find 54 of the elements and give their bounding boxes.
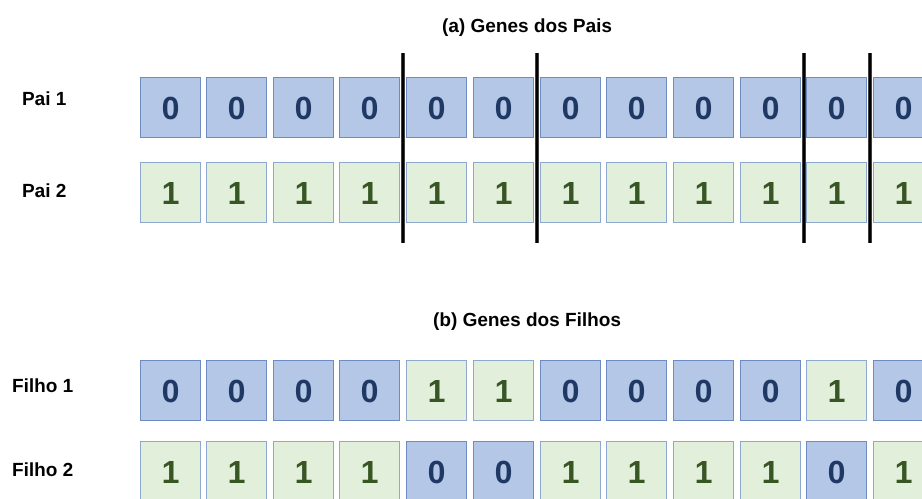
gene-cell: 1	[406, 360, 467, 421]
gene-cell: 1	[606, 162, 667, 223]
gene-cell: 1	[606, 441, 667, 499]
gene-cell: 0	[806, 441, 867, 499]
gene-cell: 1	[540, 441, 601, 499]
gene-cell: 1	[673, 441, 734, 499]
gene-cell: 1	[740, 162, 801, 223]
gene-cell: 1	[740, 441, 801, 499]
gene-cell: 0	[140, 77, 201, 138]
gene-cell: 0	[740, 360, 801, 421]
gene-cell: 0	[673, 77, 734, 138]
gene-cell: 0	[339, 77, 400, 138]
gene-cell: 1	[206, 162, 267, 223]
gene-cell: 1	[873, 162, 922, 223]
gene-cell: 0	[206, 360, 267, 421]
gene-cell: 1	[473, 162, 534, 223]
gene-cell: 1	[339, 162, 400, 223]
gene-cell: 1	[406, 162, 467, 223]
gene-cell: 1	[540, 162, 601, 223]
gene-cell: 0	[206, 77, 267, 138]
gene-cell: 1	[206, 441, 267, 499]
gene-cell: 0	[740, 77, 801, 138]
gene-cell: 0	[339, 360, 400, 421]
gene-cell: 0	[140, 360, 201, 421]
gene-cell: 0	[273, 360, 334, 421]
gene-cell: 0	[606, 77, 667, 138]
gene-cell: 1	[140, 162, 201, 223]
row-label: Pai 2	[22, 182, 66, 201]
gene-cell: 0	[873, 77, 922, 138]
gene-cell: 0	[873, 360, 922, 421]
section-heading: (a) Genes dos Pais	[442, 17, 612, 36]
gene-cell: 0	[606, 360, 667, 421]
gene-cell: 0	[473, 441, 534, 499]
row-label: Filho 1	[12, 377, 74, 396]
gene-cell: 0	[673, 360, 734, 421]
gene-cell: 1	[273, 162, 334, 223]
row-label: Pai 1	[22, 90, 66, 109]
gene-cell: 1	[339, 441, 400, 499]
gene-cell: 0	[406, 441, 467, 499]
gene-cell: 1	[273, 441, 334, 499]
gene-cell: 0	[540, 77, 601, 138]
gene-cell: 1	[873, 441, 922, 499]
section-heading: (b) Genes dos Filhos	[433, 311, 621, 330]
gene-cell: 0	[806, 77, 867, 138]
gene-cell: 0	[473, 77, 534, 138]
gene-cell: 0	[406, 77, 467, 138]
gene-cell: 1	[473, 360, 534, 421]
gene-cell: 0	[273, 77, 334, 138]
gene-cell: 1	[806, 360, 867, 421]
gene-cell: 0	[540, 360, 601, 421]
row-label: Filho 2	[12, 461, 74, 480]
gene-cell: 1	[140, 441, 201, 499]
gene-cell: 1	[806, 162, 867, 223]
gene-cell: 1	[673, 162, 734, 223]
